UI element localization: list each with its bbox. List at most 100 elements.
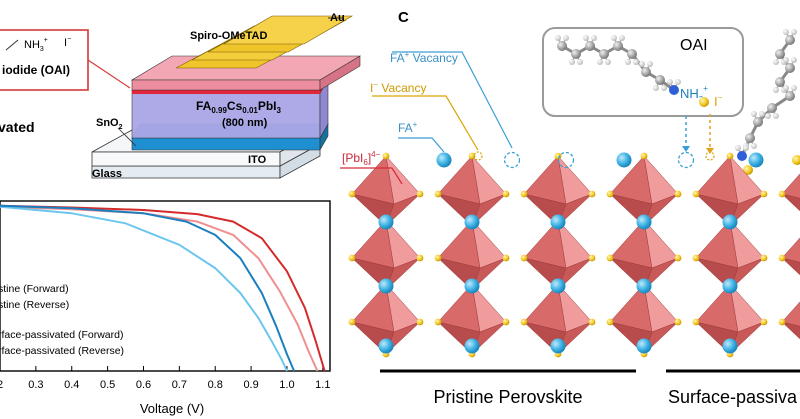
carbon-atom [785,91,795,101]
spiro-label: Spiro-OMeTAD [190,30,267,42]
iodide-ion [674,254,682,262]
iodide-vacancy-site [705,151,715,161]
fa-cation [550,214,566,230]
pbi6-octahedron [781,301,800,327]
carbon-atom [627,49,637,59]
jv-series-line [0,204,326,372]
oai-title: OAI [680,37,708,54]
iodide-ion [520,190,528,198]
oai-molecule-model [555,35,681,95]
fa-cation [748,152,764,168]
device-stack [91,15,362,179]
iodide-ion [606,318,614,326]
carbon-atom [585,41,595,51]
iodide-ion [674,190,682,198]
carbon-atom [557,41,567,51]
iodide-ion [434,318,442,326]
iodide-ion [778,318,786,326]
iodide-ion [434,190,442,198]
iodide-ion [382,152,390,160]
iodide-ion [692,318,700,326]
carbon-atom [571,49,581,59]
iodide-ion [640,152,648,160]
passivated-partial-label: vated [0,119,35,135]
iodide-ion [502,190,510,198]
iodide-ion [416,190,424,198]
iodide-ion [778,254,786,262]
carbon-atom [641,67,651,77]
fa-cation [550,338,566,354]
fa-cation [378,338,394,354]
iodide-ion [520,318,528,326]
nitrogen-atom [669,85,679,95]
fa-cation [636,338,652,354]
carbon-atom [613,41,623,51]
iodide-ion [588,318,596,326]
fa-vacancy-site [677,151,695,169]
iodide-ion [743,165,753,175]
iodide-ion [502,254,510,262]
legend-entry: rface-passivated (Reverse) [0,345,124,357]
iodide-ion [434,254,442,262]
passivated-label: Surface-passiva [668,387,798,407]
iodide-ion [588,254,596,262]
x-tick-label: 1.1 [315,379,330,391]
iodide-ion [692,254,700,262]
iodide-ion [726,152,734,160]
iodide-ion [792,155,800,165]
oai-molecule-box: OAI NH3+ I− [542,27,744,117]
carbon-atom [753,117,763,127]
i-vacancy-label: I− Vacancy [370,80,426,95]
glass-label: Glass [92,168,122,180]
fa-vacancy-label: FA+ Vacancy [390,50,458,65]
iodide-ion [416,318,424,326]
perovskite-label: FA0.99Cs0.01PbI3 [196,99,282,115]
fa-cation [378,214,394,230]
carbon-atom [767,103,777,113]
fa-vacancy-site [503,151,521,169]
fa-cation [436,152,452,168]
x-tick-label: 1.0 [279,379,294,391]
iodide-ion [468,152,476,160]
x-tick-label: 0.3 [28,379,43,391]
carbon-atom [775,77,785,87]
thickness-label: (800 nm) [222,117,268,129]
legend-entry: rface-passivated (Forward) [0,329,123,341]
x-tick-label: 0.9 [243,379,258,391]
pristine-label: Pristine Perovskite [433,387,582,407]
fa-cation [464,278,480,294]
jv-series-line [0,205,288,372]
iodide-vacancy-site [473,151,483,161]
iodide-ion [554,152,562,160]
ito-label: ITO [248,154,267,166]
x-tick-label: 2 [0,379,3,391]
fa-cation [636,278,652,294]
oai-iodide-label: I− [64,36,71,49]
fa-cation [550,278,566,294]
fa-cation [636,214,652,230]
iodide-ion [778,190,786,198]
carbon-atom [599,49,609,59]
iodide-ion [520,254,528,262]
fa-vacancy-site [557,151,575,169]
x-axis-label: Voltage (V) [140,401,204,416]
carbon-atom [655,75,665,85]
fa-label: FA+ [398,120,418,135]
pbi6-octahedron [781,173,800,199]
fa-cation [464,214,480,230]
oai-nh3-label: NH3+ [24,37,48,53]
fa-cation [464,338,480,354]
fa-cation [722,338,738,354]
x-tick-label: 0.7 [172,379,187,391]
perovskite-lattice [348,151,800,358]
iodide-ion [416,254,424,262]
oai-adsorbed-molecule [735,29,800,175]
iodide-ion [348,318,356,326]
x-tick-label: 0.4 [64,379,79,391]
iodide-ion [760,318,768,326]
iodide-ion [760,190,768,198]
fa-cation [616,152,632,168]
legend-entry: stine (Reverse) [0,299,69,311]
iodide-ion [692,190,700,198]
